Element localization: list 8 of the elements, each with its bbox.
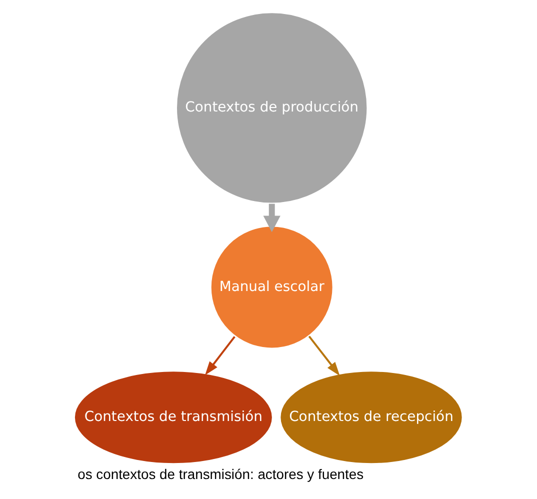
node-circle: Contextos de producción bbox=[175, 11, 369, 205]
node-ellipse: Contextos de transmisión bbox=[72, 370, 274, 466]
arrow bbox=[204, 336, 236, 376]
node-circle: Manual escolar bbox=[209, 224, 334, 350]
arrow bbox=[308, 336, 340, 376]
caption: os contextos de transmisión: actores y fuentes bbox=[78, 466, 364, 482]
arrow bbox=[263, 204, 280, 232]
node-ellipse: Contextos de recepción bbox=[278, 370, 464, 466]
